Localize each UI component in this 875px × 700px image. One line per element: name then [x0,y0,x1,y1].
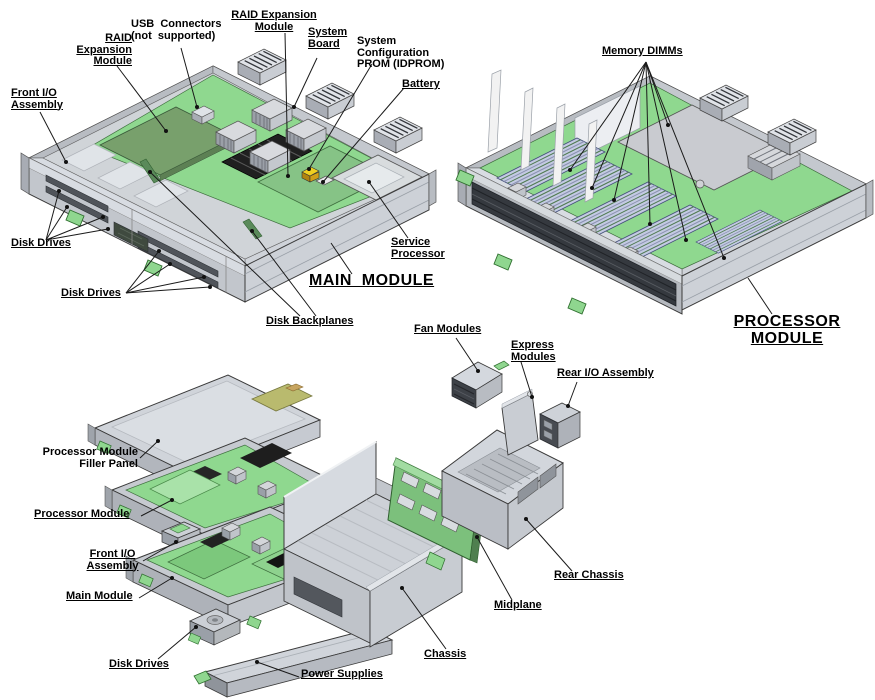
idprom-chip [301,166,320,183]
leader-lines [39,32,773,678]
main-module-illustration [20,48,437,303]
label-power-supplies: Power Supplies [301,668,383,680]
label-processor-module-filler-panel: Processor Module Filler Panel [42,446,138,470]
label-disk-backplanes: Disk Backplanes [266,315,354,327]
battery [315,175,335,186]
label-memory-dimms: Memory DIMMs [602,45,683,57]
rear-chassis-part [441,429,564,550]
disk-backplane [242,218,263,240]
label-raid-expansion-module-top: RAID Expansion Module [231,9,317,33]
label-midplane: Midplane [494,599,542,611]
label-rear-io-assembly: Rear I/O Assembly [557,367,654,379]
label-disk-drives-lower: Disk Drives [61,287,121,299]
label-rear-chassis: Rear Chassis [554,569,624,581]
label-disk-drives-bottom: Disk Drives [109,658,169,670]
label-usb-connectors: USB Connectors (not supported) [131,18,222,42]
blade-connector [237,48,287,86]
usb-connectors [191,105,215,125]
rear-io-assembly-part [538,402,582,449]
label-front-io-assembly-main: Front I/O Assembly [11,87,63,111]
label-system-configuration-prom: System Configuration PROM (IDPROM) [357,35,445,70]
label-battery: Battery [402,78,440,90]
label-main-module: Main Module [66,590,133,602]
blade-connector [305,82,355,120]
disk-drive-bays [28,157,246,303]
label-raid-expansion-module-left: RAID Expansion Module [76,32,132,67]
light-pipes [487,69,598,203]
power-supply-part [193,628,394,698]
label-express-modules: Express Modules [511,339,556,363]
processor-module-illustration [455,69,874,315]
ejector-latch [567,297,587,315]
exploded-view-illustration [87,360,582,698]
label-processor-module: Processor Module [34,508,130,520]
ejector-latch [493,253,513,271]
label-system-board: System Board [308,26,348,50]
fan-module-part [451,360,510,409]
label-service-processor: Service Processor [391,236,445,260]
label-front-io-assembly-bottom: Front I/O Assembly [86,548,139,572]
front-grille [465,167,683,315]
title-processor-module: PROCESSOR MODULE [733,313,841,347]
label-disk-drives-upper: Disk Drives [11,237,71,249]
title-main-module: MAIN MODULE [309,272,435,289]
blade-connector [373,116,423,154]
label-fan-modules: Fan Modules [414,323,482,335]
label-chassis: Chassis [424,648,467,660]
